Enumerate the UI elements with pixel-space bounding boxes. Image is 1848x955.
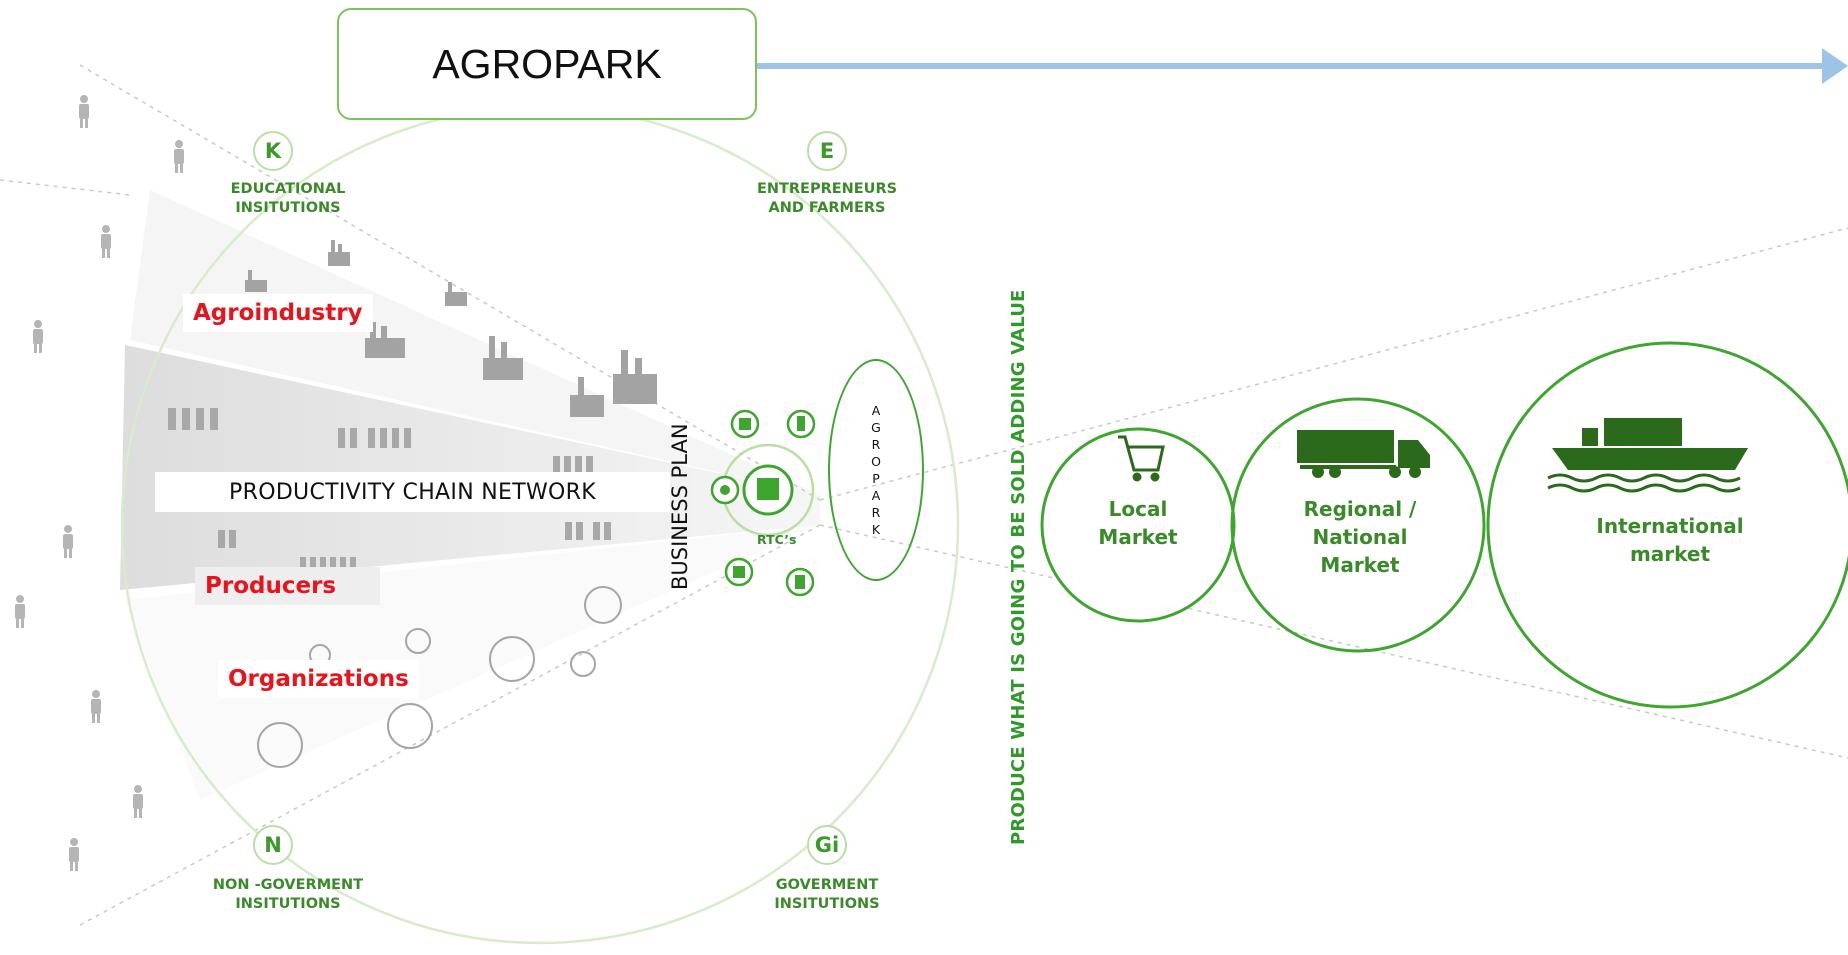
node-k-label: EDUCATIONAL INSITUTIONS [198,180,378,218]
chain-beam [120,345,820,590]
productivity-chain-label: PRODUCTIVITY CHAIN NETWORK [155,472,670,512]
node-gi-badge: Gi [807,825,847,865]
node-gi-letter: Gi [814,833,840,857]
agropark-ellipse: AGROPARK [828,359,924,581]
agroindustry-label: Agroindustry [183,294,373,332]
node-n-badge: N [253,825,293,865]
node-k-label-line1: EDUCATIONAL [230,181,346,197]
rtc-label: RTC’s [757,532,797,547]
local-market-circle [1040,427,1236,623]
agropark-arrow [757,48,1848,84]
node-e-label-line1: ENTREPRENEURS [756,181,898,197]
produce-slogan: PRODUCE WHAT IS GOING TO BE SOLD ADDING … [1008,289,1029,845]
node-gi-label-line1: GOVERMENT [775,877,879,893]
regional-market-line2: National [1312,525,1408,549]
international-market-line1: International [1596,514,1744,538]
people-groups-icons [168,408,611,573]
local-market-label: Local Market [1078,495,1198,551]
factory-icons [245,240,657,417]
node-k-badge: K [253,131,293,171]
node-e-badge: E [807,131,847,171]
node-gi-label-line2: INSITUTIONS [774,896,880,912]
node-k-label-line2: INSITUTIONS [235,200,341,216]
node-e-label-line2: AND FARMERS [768,200,886,216]
node-n-label: NON -GOVERMENT INSITUTIONS [188,876,388,914]
node-e-label: ENTREPRENEURS AND FARMERS [737,180,917,218]
organizations-label: Organizations [218,660,419,698]
regional-market-circle [1230,397,1486,653]
agropark-title-box: AGROPARK [337,8,757,120]
shopping-cart-icon [1118,435,1165,482]
node-n-label-line2: INSITUTIONS [235,896,341,912]
agropark-vertical-text: AGROPARK [871,403,881,537]
producers-label: Producers [195,567,380,605]
node-e-letter: E [819,139,835,163]
agropark-title: AGROPARK [432,40,662,87]
regional-market-line3: Market [1320,553,1400,577]
node-gi-label: GOVERMENT INSITUTIONS [747,876,907,914]
international-market-line2: market [1629,542,1711,566]
business-plan-label: BUSINESS PLAN [668,423,692,590]
organization-icons [257,586,622,768]
local-market-line2: Market [1098,525,1178,549]
international-market-label: International market [1580,512,1760,568]
upper-beam [130,190,820,495]
perspective-lines [0,64,1848,926]
regional-market-line1: Regional / [1303,497,1417,521]
node-k-letter: K [264,139,282,163]
cargo-ship-icon [1547,418,1748,493]
rtc-hub [710,409,816,597]
regional-market-label: Regional / National Market [1280,495,1440,579]
node-n-label-line1: NON -GOVERMENT [212,877,364,893]
international-market-circle [1486,341,1848,709]
local-market-line1: Local [1108,497,1168,521]
truck-icon [1297,430,1430,478]
people-icons [15,95,184,871]
node-n-letter: N [264,833,282,857]
